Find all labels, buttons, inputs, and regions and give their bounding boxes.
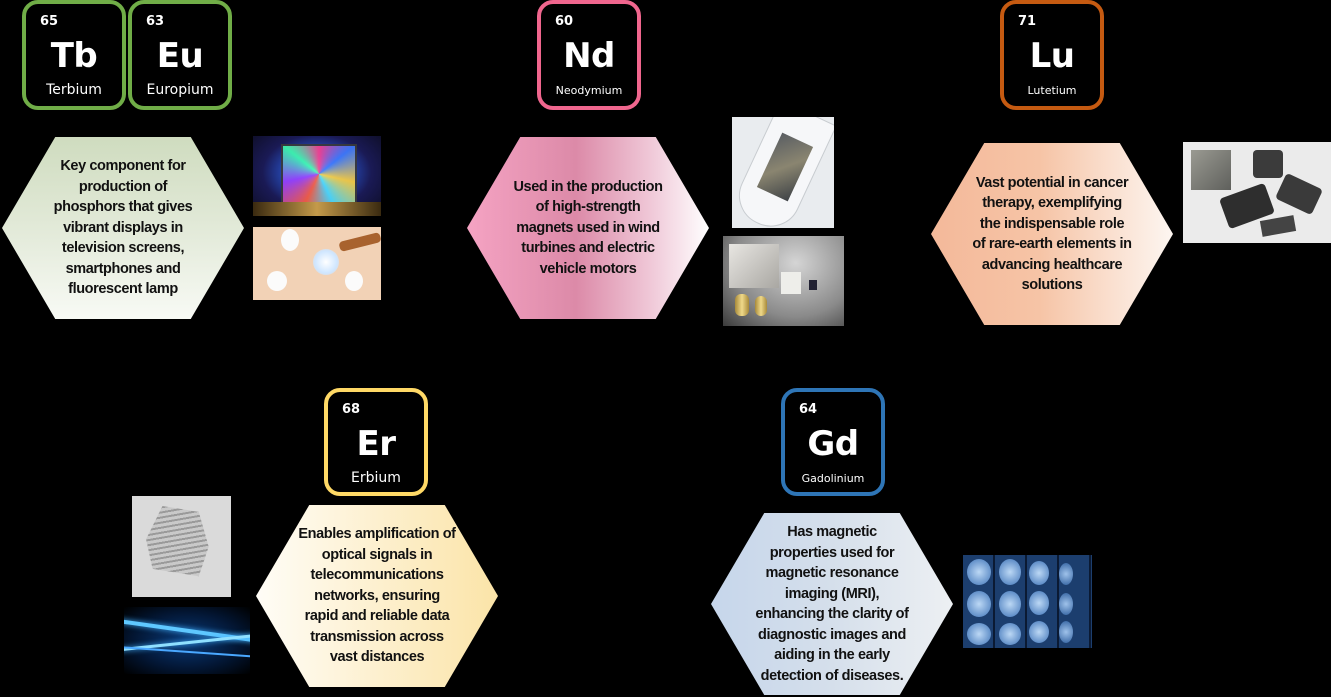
element-tile-europium: 63 Eu Europium xyxy=(128,0,232,110)
light-bulbs-photo xyxy=(253,227,381,300)
description-text: Enables amplification of optical signals… xyxy=(298,526,456,666)
description-hexagon-erbium: Enables amplification of optical signals… xyxy=(256,505,498,687)
element-symbol: Er xyxy=(356,424,397,464)
element-symbol: Lu xyxy=(1029,36,1075,76)
mri-brain-scans-photo xyxy=(963,555,1092,648)
element-symbol: Gd xyxy=(807,424,859,464)
description-text: Vast potential in cancer therapy, exempl… xyxy=(972,174,1132,294)
element-name: Lutetium xyxy=(1027,84,1077,97)
element-name: Europium xyxy=(146,82,214,98)
element-name: Neodymium xyxy=(555,84,623,97)
element-symbol: Eu xyxy=(156,36,204,76)
atomic-number: 71 xyxy=(1018,14,1037,29)
element-name: Gadolinium xyxy=(801,472,865,485)
optical-fiber-light-photo xyxy=(124,607,250,674)
element-tile-neodymium: 60 Nd Neodymium xyxy=(537,0,641,110)
atomic-number: 65 xyxy=(40,14,59,29)
element-tile-erbium: 68 Er Erbium xyxy=(324,388,428,496)
description-hexagon-gadolinium: Has magnetic properties used for magneti… xyxy=(711,513,953,695)
element-tile-gadolinium: 64 Gd Gadolinium xyxy=(781,388,885,496)
element-symbol: Nd xyxy=(563,36,615,76)
description-text: Has magnetic properties used for magneti… xyxy=(755,524,909,684)
element-tile-lutetium: 71 Lu Lutetium xyxy=(1000,0,1104,110)
erbium-metal-photo xyxy=(132,496,231,597)
description-hexagon-lutetium: Vast potential in cancer therapy, exempl… xyxy=(931,143,1173,325)
description-text: Used in the production of high-strength … xyxy=(513,178,663,277)
element-tile-terbium: 65 Tb Terbium xyxy=(22,0,126,110)
description-hexagon-neodymium: Used in the production of high-strength … xyxy=(467,137,709,319)
lutetium-metal-pieces-photo xyxy=(1183,142,1331,243)
television-display-photo xyxy=(253,136,381,216)
neodymium-magnets-photo xyxy=(723,236,844,326)
atomic-number: 60 xyxy=(555,14,574,29)
description-hexagon-terbium-europium: Key component for production of phosphor… xyxy=(2,137,244,319)
element-name: Terbium xyxy=(46,82,102,98)
element-symbol: Tb xyxy=(50,36,98,76)
element-name: Erbium xyxy=(351,470,401,486)
neodymium-in-test-tube-photo xyxy=(732,117,834,228)
atomic-number: 63 xyxy=(146,14,165,29)
atomic-number: 64 xyxy=(799,402,818,417)
description-text: Key component for production of phosphor… xyxy=(53,158,193,298)
atomic-number: 68 xyxy=(342,402,361,417)
